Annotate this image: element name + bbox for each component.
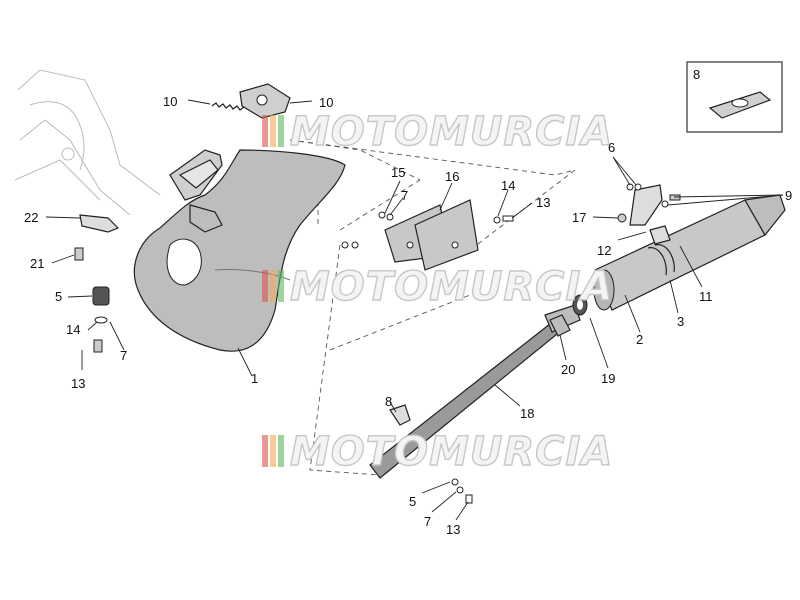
callout-7-bottom: 7 [424, 514, 431, 529]
callout-7-left: 7 [120, 348, 127, 363]
callout-1: 1 [251, 371, 258, 386]
frame-outline [14, 69, 161, 216]
callout-3: 3 [677, 314, 684, 329]
callout-13-bottom: 13 [446, 522, 460, 537]
callout-20: 20 [561, 362, 575, 377]
callout-12: 12 [597, 243, 611, 258]
callout-2: 2 [636, 332, 643, 347]
callout-21: 21 [30, 256, 44, 271]
inset-box [686, 61, 783, 133]
callout-5-bottom: 5 [409, 494, 416, 509]
watermark-text: MOTOMURCIA [290, 429, 613, 475]
fasteners [341, 211, 514, 504]
left-bracket-parts [74, 214, 120, 353]
expansion-chamber [133, 149, 346, 352]
callout-9: 9 [785, 188, 792, 203]
callout-15: 15 [391, 165, 405, 180]
watermark-text: MOTOMURCIA [290, 109, 613, 155]
leader-lines [45, 99, 784, 521]
callout-8-inset: 8 [693, 67, 700, 82]
callout-5-left: 5 [55, 289, 62, 304]
callout-22: 22 [24, 210, 38, 225]
callout-13-mid: 13 [536, 195, 550, 210]
callout-14-mid: 14 [501, 178, 515, 193]
watermark-text: MOTOMURCIA [290, 264, 613, 310]
callout-8-pipe: 8 [385, 394, 392, 409]
watermark-middle: MOTOMURCIA [262, 263, 613, 311]
heat-shields [384, 199, 479, 271]
callout-10-flange: 10 [319, 95, 333, 110]
callout-13-left: 13 [71, 376, 85, 391]
watermark-bottom: MOTOMURCIA [262, 428, 613, 476]
callout-10-spring: 10 [163, 94, 177, 109]
callout-18: 18 [520, 406, 534, 421]
detail-clip [389, 404, 411, 426]
clamp [549, 314, 571, 337]
gasket [572, 294, 588, 316]
callout-19: 19 [601, 371, 615, 386]
silencer-mount-bracket [617, 183, 681, 245]
callout-11: 11 [699, 289, 713, 304]
callout-16: 16 [445, 169, 459, 184]
silencer [593, 194, 786, 311]
callout-6: 6 [608, 140, 615, 155]
callout-labels: 10 10 22 21 5 14 7 13 1 15 7 16 14 13 6 … [24, 67, 792, 537]
spring [211, 102, 245, 111]
callout-17: 17 [572, 210, 586, 225]
callout-14-left: 14 [66, 322, 80, 337]
exhaust-flange [239, 83, 291, 119]
watermark-top: MOTOMURCIA [262, 108, 613, 156]
callout-7-mid: 7 [401, 188, 408, 203]
